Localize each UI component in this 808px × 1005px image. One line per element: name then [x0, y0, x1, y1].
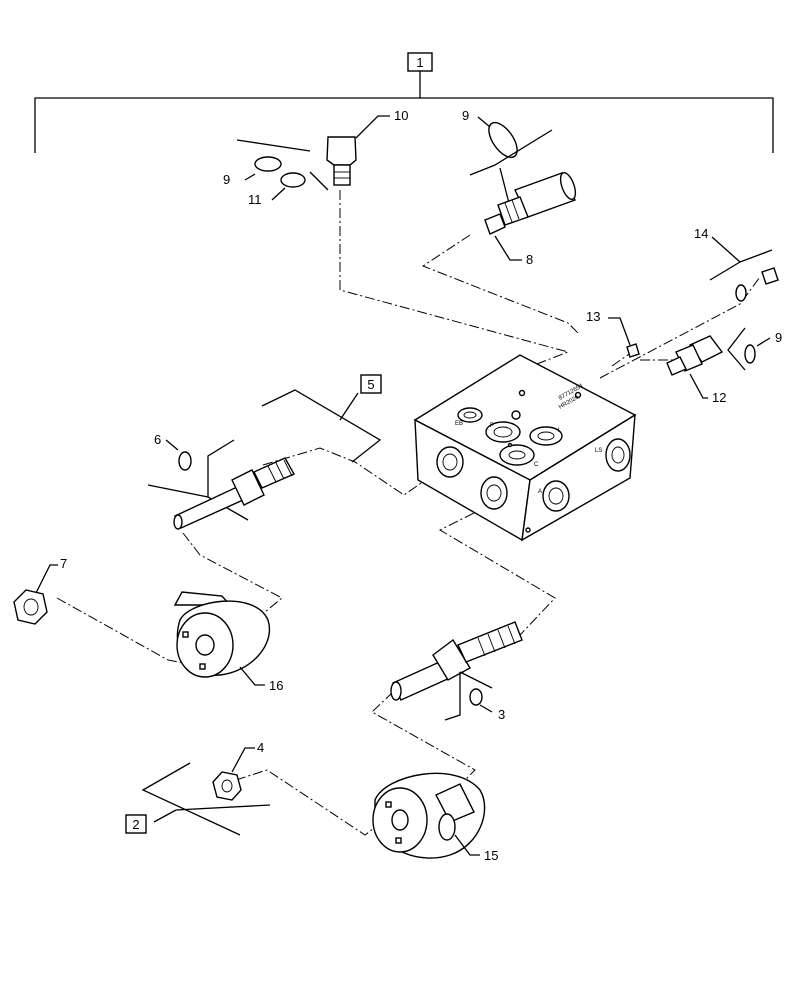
- callout-4: 4: [257, 740, 264, 755]
- port-right-face-1: [542, 480, 570, 512]
- port-label-p: P: [490, 423, 494, 429]
- o-ring-3: [469, 688, 483, 706]
- callout-10: 10: [394, 108, 408, 123]
- plug-14: 14: [694, 226, 779, 302]
- port-right-face-2: [605, 438, 631, 472]
- stem-thread: [253, 457, 295, 489]
- kit-bracket-1: 1: [34, 52, 774, 153]
- nut-7: 7: [13, 556, 67, 625]
- callout-14: 14: [694, 226, 708, 241]
- fitting-12: 9 12: [666, 327, 782, 405]
- callout-13: 13: [586, 309, 600, 324]
- callout-16: 16: [269, 678, 283, 693]
- callout-9-right: 9: [775, 330, 782, 345]
- kit-bracket-2: 2: [125, 762, 271, 836]
- callout-6: 6: [154, 432, 161, 447]
- callout-9-top-mid: 9: [462, 108, 469, 123]
- nut-4: 4: [212, 740, 264, 801]
- plug-body: [333, 164, 351, 186]
- right-stem-thread: [457, 621, 523, 663]
- callout-3: 3: [498, 707, 505, 722]
- o-ring-9-top-mid: [488, 121, 518, 159]
- o-ring-9-right: [744, 344, 756, 364]
- solenoid-stem-right: 3: [390, 621, 523, 722]
- port-left-face-2: [480, 476, 508, 510]
- o-ring-9-top: [254, 156, 282, 172]
- valve-block: 87712654 HR2026 EB P L C A LS: [413, 354, 637, 542]
- port-top-right: [529, 426, 563, 446]
- o-ring-6: [178, 451, 192, 471]
- port-label-l: L: [558, 428, 562, 434]
- kit-label-5: 5: [367, 377, 374, 392]
- plug-14-body: [761, 267, 779, 285]
- port-top-left: [457, 407, 483, 423]
- port-label-ls: LS: [595, 448, 602, 454]
- port-left-face-1: [436, 446, 464, 478]
- o-ring-14: [735, 284, 747, 302]
- o-ring-11: [280, 172, 306, 188]
- kit-label-box-5: [360, 374, 382, 394]
- coil-15: 15: [372, 772, 498, 863]
- assembly-leader-lines: [56, 190, 761, 836]
- solenoid-stem-5: 6: [147, 432, 295, 530]
- setscrew-13: 13: [586, 309, 640, 358]
- coil-15-plug: [438, 813, 456, 841]
- callout-8: 8: [526, 252, 533, 267]
- stem-nut: [231, 469, 265, 506]
- valve-cartridge-8: 9 8: [462, 108, 577, 267]
- kit-bracket-5: 5: [261, 374, 382, 463]
- callout-7: 7: [60, 556, 67, 571]
- stem-tube: [174, 486, 244, 529]
- nut-4-hex: [212, 771, 242, 801]
- plug-hex-head: [326, 136, 357, 166]
- port-label-a: A: [538, 489, 542, 495]
- right-stem-nut: [432, 638, 471, 681]
- fitting-tip: [666, 356, 687, 376]
- port-label-c: C: [534, 462, 539, 468]
- coil-15-connector: [435, 783, 475, 823]
- coil-16: 16: [173, 591, 283, 693]
- kit-label-2: 2: [132, 817, 139, 832]
- cartridge-tip: [484, 213, 506, 235]
- kit-label-box-2: [125, 814, 147, 834]
- relief-plug-assembly: 10 9 11: [223, 108, 408, 207]
- callout-9-top-left: 9: [223, 172, 230, 187]
- port-top-front: [499, 444, 535, 466]
- callout-11: 11: [248, 192, 262, 207]
- callout-12: 12: [712, 390, 726, 405]
- port-label-eb: EB: [455, 421, 463, 427]
- setscrew-body: [626, 343, 640, 358]
- callout-15: 15: [484, 848, 498, 863]
- kit-label-1: 1: [416, 55, 423, 70]
- port-top-center: [485, 421, 521, 443]
- nut-7-hex: [13, 589, 48, 625]
